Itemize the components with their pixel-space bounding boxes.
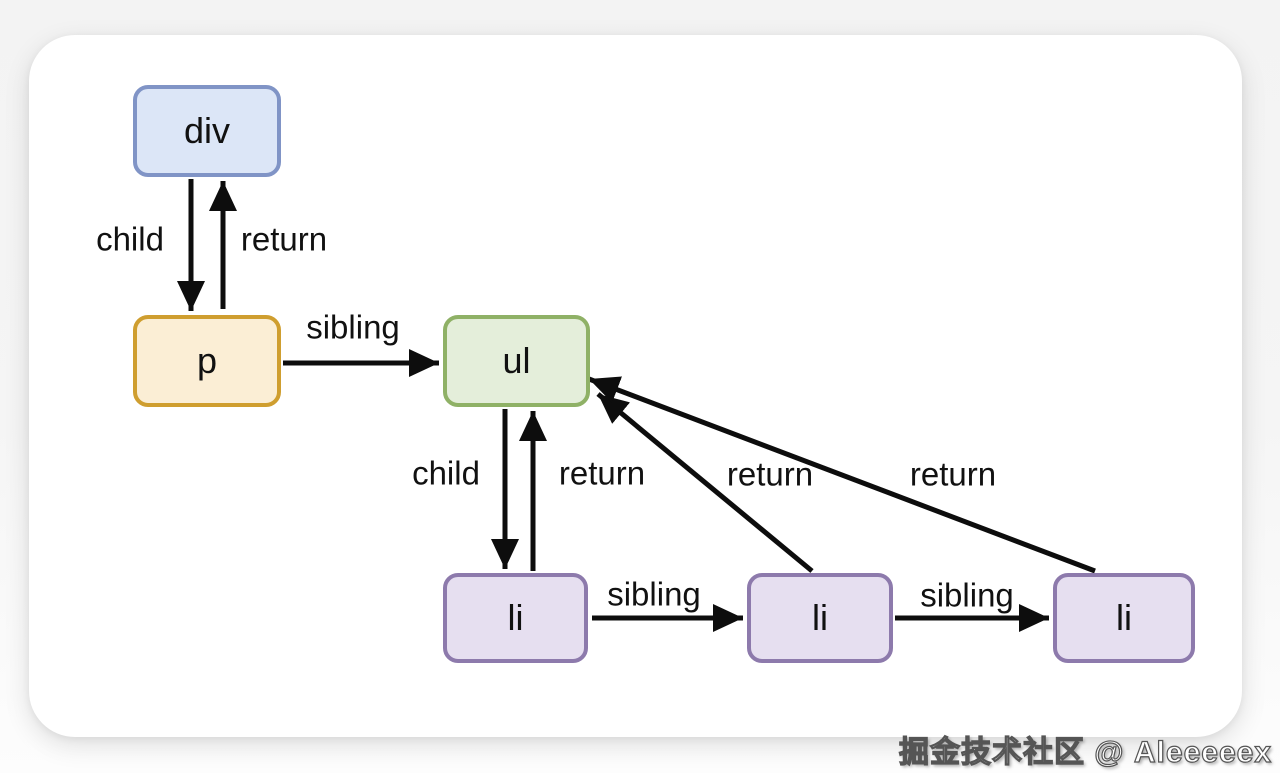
node-li-2-label: li [812, 597, 828, 638]
node-li-2: li [747, 573, 893, 663]
edge-label-child-div-p: child [96, 220, 164, 258]
node-ul: ul [443, 315, 590, 407]
node-li-3: li [1053, 573, 1195, 663]
edge-label-sibling-li2-li3: sibling [920, 576, 1014, 614]
edge-label-return-p-div: return [240, 220, 328, 258]
edge-label-return-li3-ul: return [909, 455, 997, 493]
watermark: 掘金技术社区 @ Aleeeeex [898, 735, 1272, 769]
edge-label-sibling-p-ul: sibling [306, 308, 400, 346]
node-li-3-label: li [1116, 597, 1132, 638]
node-div: div [133, 85, 281, 177]
edge-label-return-li1-ul: return [558, 454, 646, 492]
edge-label-child-ul-li1: child [412, 454, 480, 492]
edge-label-sibling-li1-li2: sibling [607, 575, 701, 613]
node-div-label: div [183, 110, 231, 151]
node-li-1: li [443, 573, 588, 663]
node-p-label: p [196, 340, 218, 381]
node-ul-label: ul [502, 340, 531, 381]
edge-label-return-li2-ul: return [726, 455, 814, 493]
node-p: p [133, 315, 281, 407]
node-li-1-label: li [507, 597, 524, 638]
